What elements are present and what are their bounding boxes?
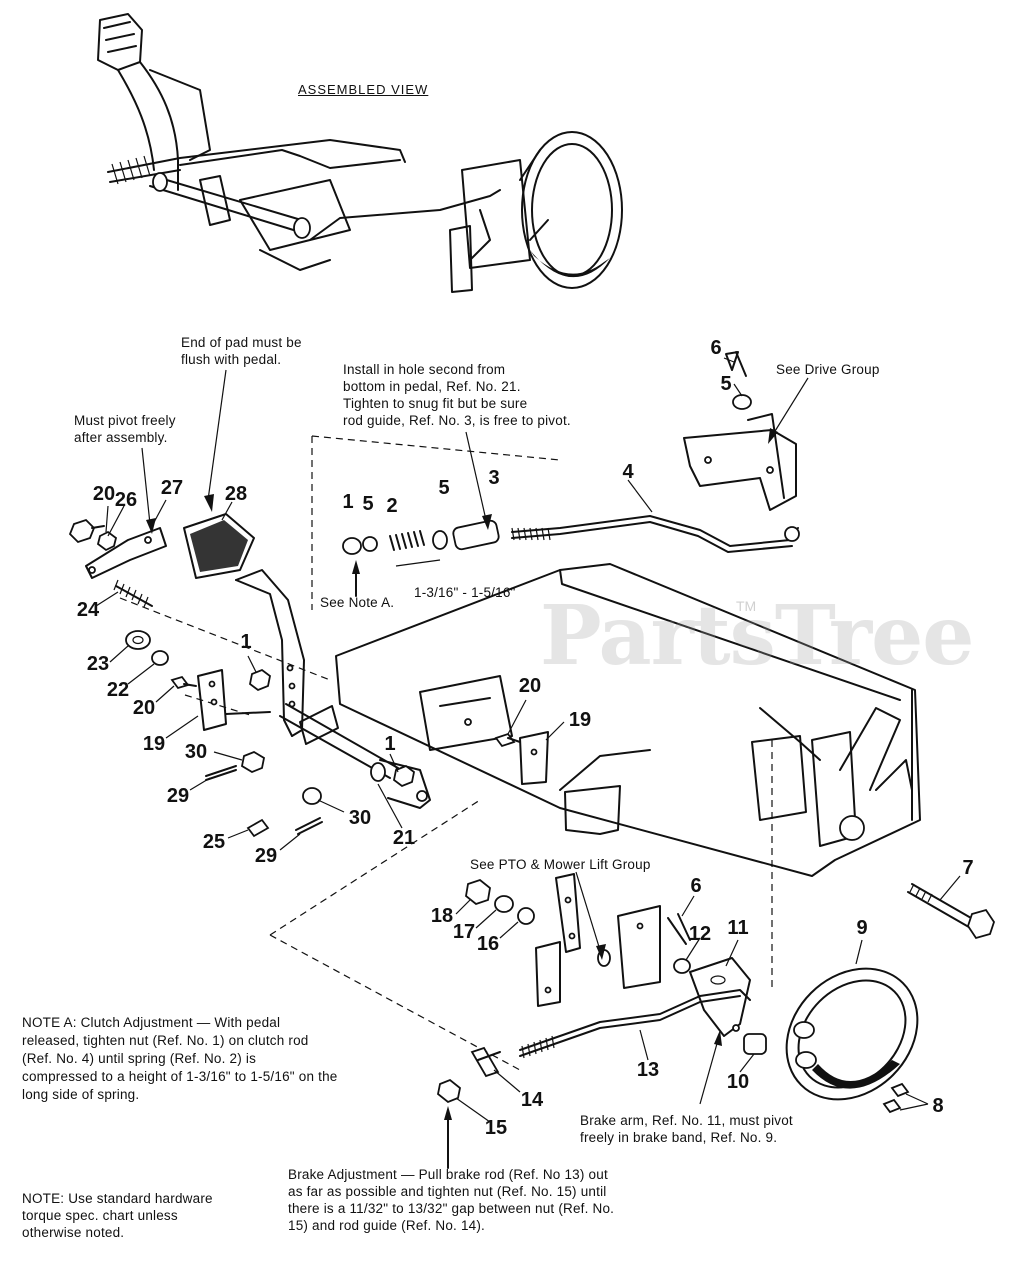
callout-17: 17 — [452, 921, 476, 943]
callout-1: 1 — [240, 631, 252, 653]
callout-4: 4 — [622, 461, 634, 483]
callout-15: 15 — [484, 1117, 508, 1139]
dimension-label: 1-3/16" - 1-5/16" — [414, 585, 516, 600]
bolt-7-drawing — [907, 883, 995, 940]
see-pto-group: See PTO & Mower Lift Group — [470, 857, 651, 872]
callout-19: 19 — [142, 733, 166, 755]
see-drive-group: See Drive Group — [776, 362, 880, 377]
callout-3: 3 — [488, 467, 500, 489]
note-must-pivot: Must pivot freely after assembly. — [74, 413, 176, 445]
callout-16: 16 — [476, 933, 500, 955]
callout-29: 29 — [254, 845, 278, 867]
callout-5: 5 — [720, 373, 732, 395]
see-note-a: See Note A. — [320, 595, 395, 610]
note-install-hole: Install in hole second from bottom in pe… — [343, 362, 571, 428]
callout-7: 7 — [962, 857, 974, 879]
watermark: PartsTree — [540, 588, 974, 684]
assembled-view-drawing — [97, 13, 623, 293]
callout-2: 2 — [386, 495, 398, 517]
callout-22: 22 — [106, 679, 130, 701]
left-hardware-drawing — [68, 518, 323, 838]
callout-29: 29 — [166, 785, 190, 807]
note-torque: NOTE: Use standard hardware torque spec.… — [22, 1191, 213, 1240]
callout-26: 26 — [114, 489, 138, 511]
callout-27: 27 — [160, 477, 184, 499]
callout-1: 1 — [384, 733, 396, 755]
callout-9: 9 — [856, 917, 868, 939]
brake-group-drawing — [437, 873, 919, 1169]
callout-5: 5 — [438, 477, 450, 499]
callout-21: 21 — [392, 827, 416, 849]
callout-6: 6 — [710, 337, 722, 359]
drive-bracket-drawing — [683, 351, 797, 511]
note-brake-arm: Brake arm, Ref. No. 11, must pivot freel… — [580, 1113, 793, 1145]
callout-8: 8 — [932, 1095, 944, 1117]
watermark-trademark: TM — [736, 598, 757, 614]
callout-23: 23 — [86, 653, 110, 675]
callout-5: 5 — [362, 493, 374, 515]
callout-28: 28 — [224, 483, 248, 505]
callout-20: 20 — [132, 697, 156, 719]
callout-6: 6 — [690, 875, 702, 897]
callout-30: 30 — [348, 807, 372, 829]
callout-19: 19 — [568, 709, 592, 731]
leader-lines — [95, 357, 961, 1123]
callout-25: 25 — [202, 831, 226, 853]
callout-18: 18 — [430, 905, 454, 927]
callout-12: 12 — [688, 923, 712, 945]
callout-13: 13 — [636, 1059, 660, 1081]
note-a-clutch: NOTE A: Clutch Adjustment — With pedal r… — [22, 1015, 338, 1102]
callout-10: 10 — [726, 1071, 750, 1093]
callout-20: 20 — [518, 675, 542, 697]
callout-1: 1 — [342, 491, 354, 513]
frame-plate-drawing — [335, 563, 921, 877]
callout-30: 30 — [184, 741, 208, 763]
note-pad-flush: End of pad must be flush with pedal. — [181, 335, 302, 367]
clutch-rod-drawing — [342, 515, 800, 597]
callout-11: 11 — [727, 917, 749, 939]
assembled-view-label: ASSEMBLED VIEW — [298, 82, 429, 97]
callout-20: 20 — [92, 483, 116, 505]
pedal-drawing — [183, 513, 549, 809]
callout-14: 14 — [520, 1089, 544, 1111]
note-brake-adjustment: Brake Adjustment — Pull brake rod (Ref. … — [288, 1167, 615, 1233]
callout-24: 24 — [76, 599, 100, 621]
